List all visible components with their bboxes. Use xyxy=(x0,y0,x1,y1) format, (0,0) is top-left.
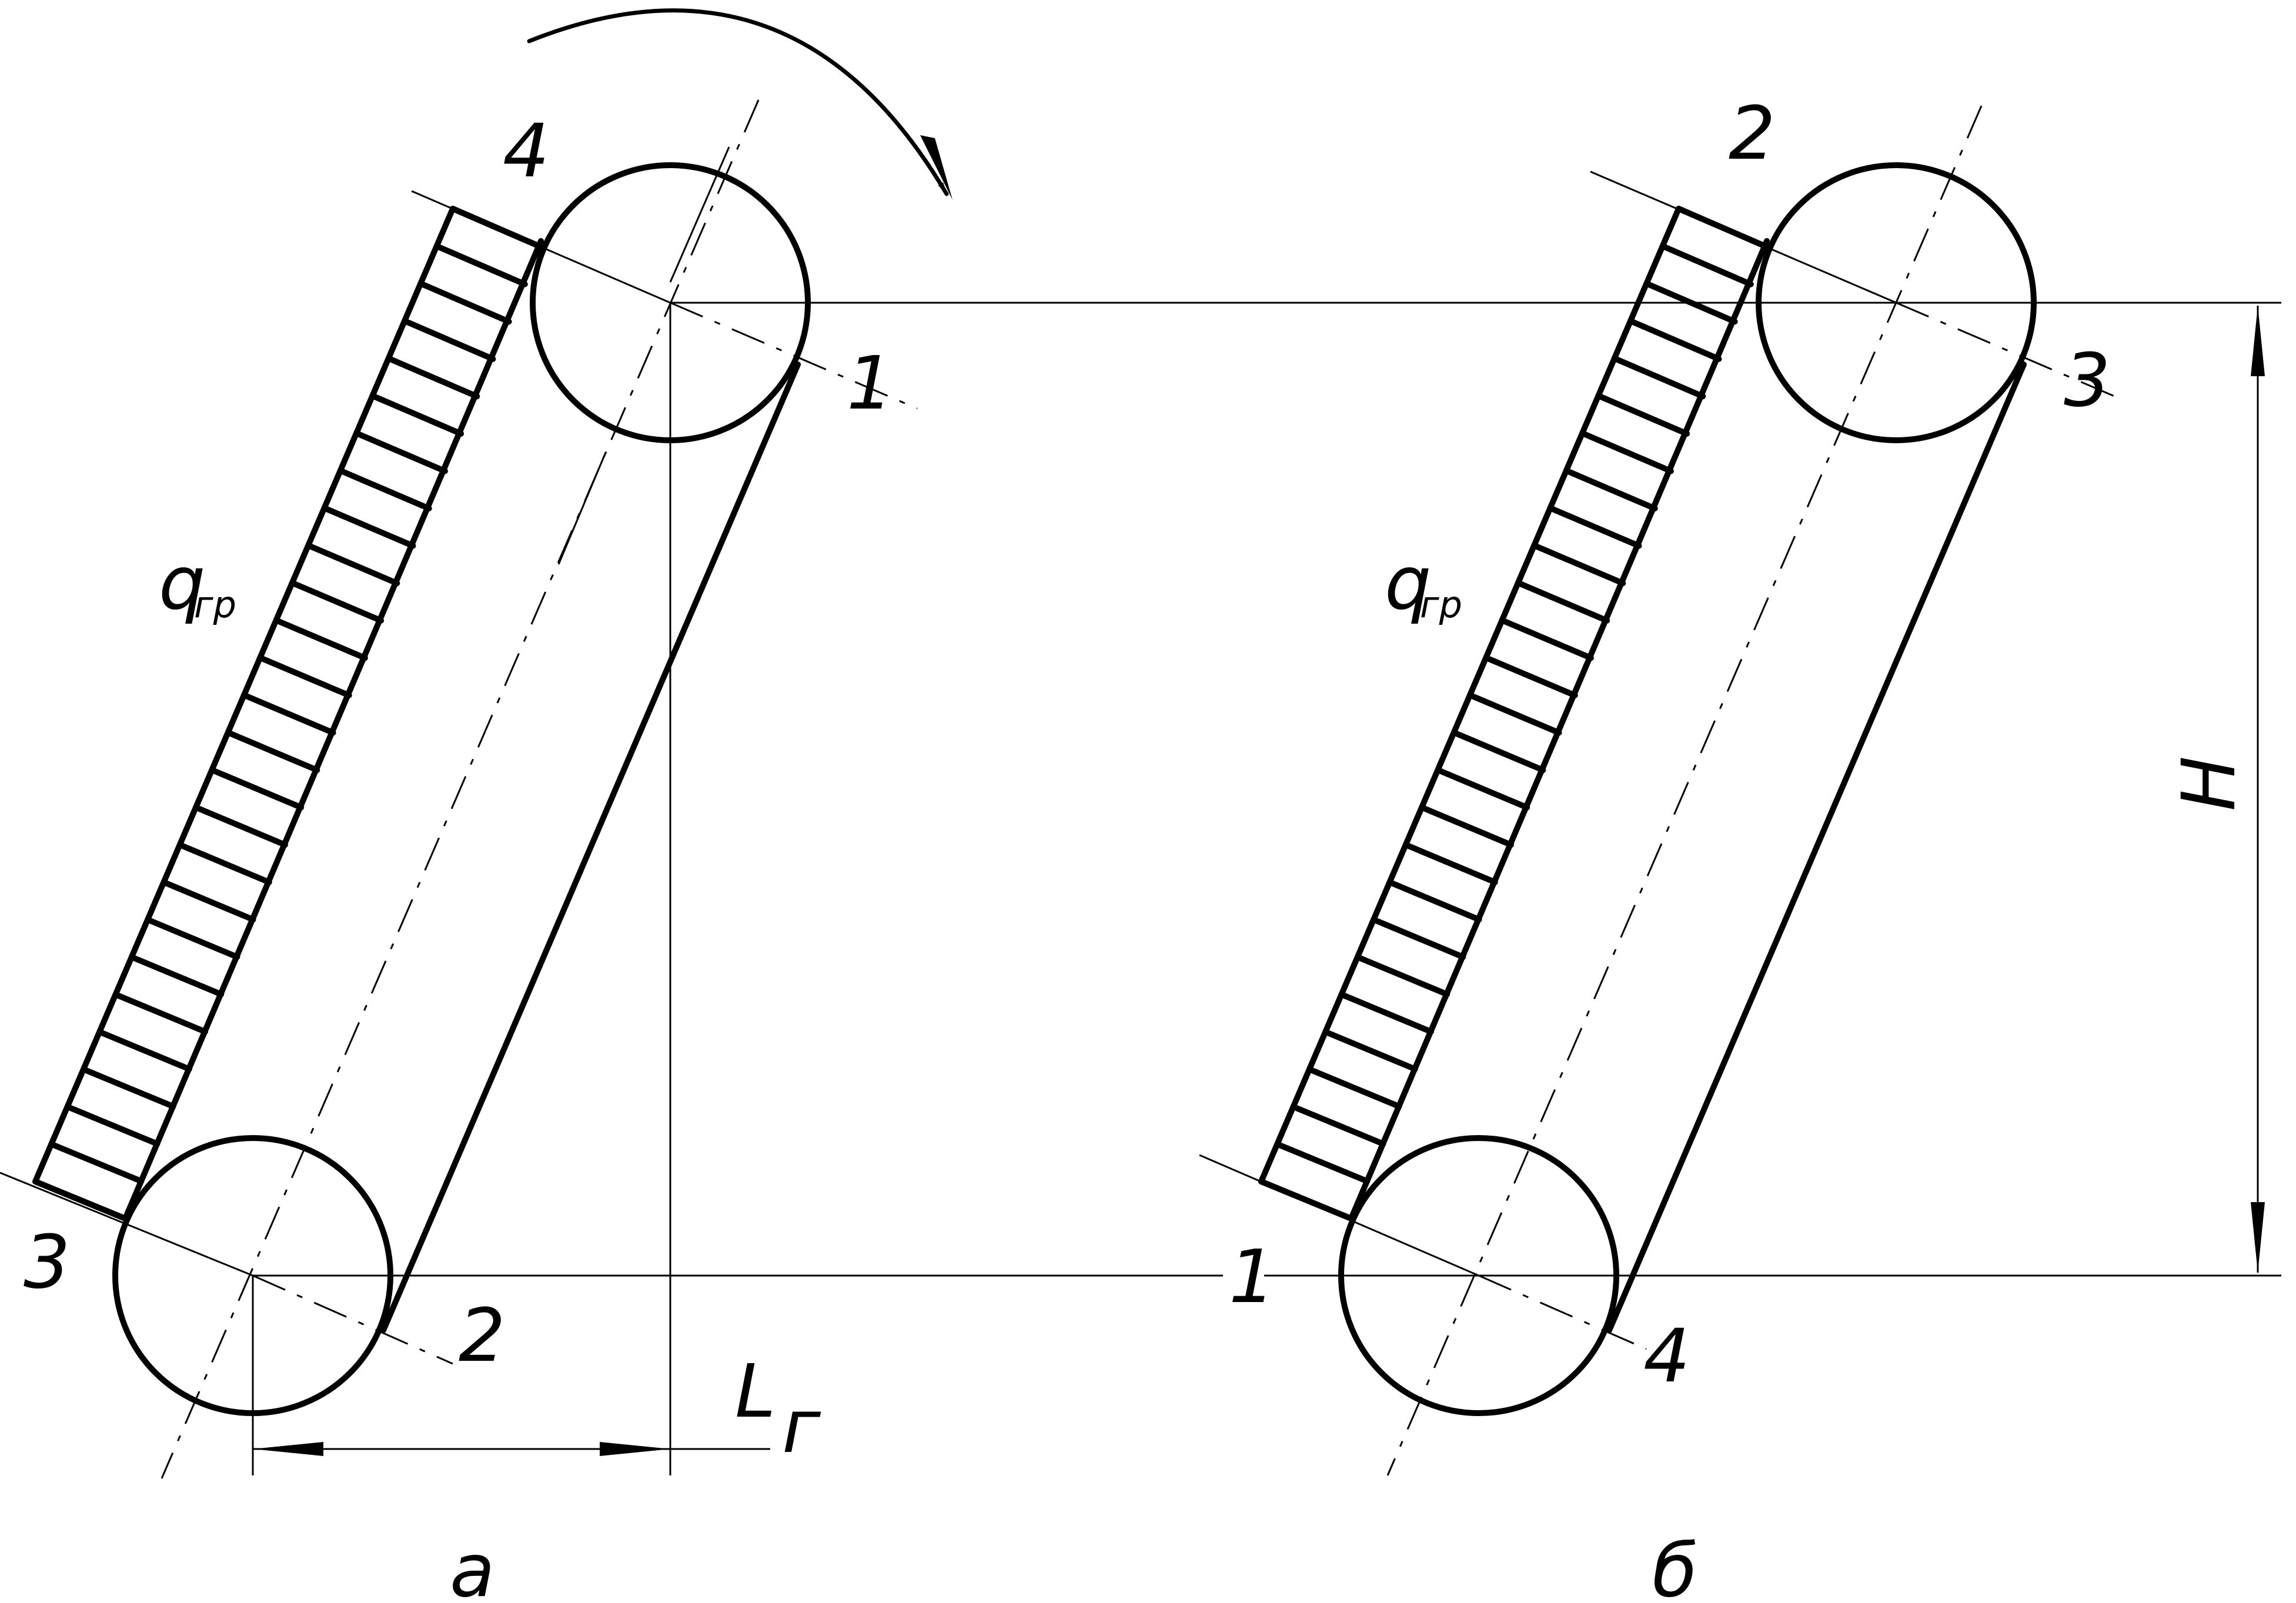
load-label-b: q xyxy=(1385,541,1431,626)
load-a-hatch-line xyxy=(225,729,320,774)
load-b-hatch-line xyxy=(1499,617,1594,661)
load-a-hatch-line xyxy=(353,430,448,474)
load-a-hatch-line xyxy=(32,1179,128,1222)
belt-return-strand-a xyxy=(380,362,801,1333)
caption-b: б xyxy=(1652,1528,1697,1603)
load-a-hatch-line xyxy=(96,1029,192,1072)
load-b-hatch-line xyxy=(1676,206,1770,250)
lower-drum-b xyxy=(1338,1135,1619,1416)
rotation-arrow-icon xyxy=(527,8,949,196)
load-a-hatch-line xyxy=(161,879,256,923)
load-a-hatch-line xyxy=(128,954,225,998)
label-height: H xyxy=(2167,756,2252,811)
load-b-hatch-line xyxy=(1579,430,1674,474)
load-b-hatch-line xyxy=(1595,393,1690,437)
reference-lines xyxy=(252,302,2281,1475)
label-a-3: 3 xyxy=(24,1220,71,1305)
load-a-hatch-line xyxy=(209,767,305,811)
label-a-4: 4 xyxy=(503,109,550,194)
load-a-hatch-line xyxy=(385,355,480,400)
load-b-hatch-line xyxy=(1306,1066,1402,1110)
load-a-hatch-line xyxy=(289,580,385,624)
load-a-hatch-line xyxy=(64,1103,161,1147)
load-a-hatch-line xyxy=(193,804,288,848)
load-a-hatch-line xyxy=(402,317,496,362)
load-b-hatch-line xyxy=(1563,467,1658,512)
load-layer-a xyxy=(32,206,544,1222)
load-a-hatch-line xyxy=(257,654,352,698)
label-length: L xyxy=(735,1349,776,1434)
label-length-sub: г xyxy=(782,1384,821,1470)
load-b-hatch-line xyxy=(1258,1179,1354,1222)
load-b-hatch-line xyxy=(1290,1103,1386,1147)
upper-drum-a xyxy=(530,162,811,443)
load-a-hatch-line xyxy=(450,206,544,250)
load-label-a: q xyxy=(159,541,205,626)
label-b-1: 1 xyxy=(1229,1234,1276,1320)
load-b-hatch-line xyxy=(1435,767,1530,811)
lower-normal-a xyxy=(0,1172,253,1277)
load-a-hatch-line xyxy=(48,1141,145,1184)
load-b-hatch-line xyxy=(1467,692,1562,736)
load-a-hatch-line xyxy=(321,505,416,549)
load-layer-b xyxy=(1258,206,1770,1222)
load-b-hatch-line xyxy=(1451,729,1546,774)
load-b-hatch-line xyxy=(1274,1141,1371,1184)
load-a-hatch-line xyxy=(176,842,272,885)
load-a-hatch-line xyxy=(112,991,208,1035)
label-b-2: 2 xyxy=(1729,91,1776,176)
load-a-hatch-line xyxy=(337,467,432,512)
load-b-hatch-line xyxy=(1322,1029,1418,1072)
figure-b: 2 3 1 4 q гр б xyxy=(1199,91,2123,1603)
load-b-hatch-line xyxy=(1627,317,1722,362)
load-b-hatch-line xyxy=(1547,505,1642,549)
load-a-hatch-line xyxy=(369,393,464,437)
load-a-hatch-line xyxy=(241,692,336,736)
load-label-a-sub: гр xyxy=(194,583,236,626)
lower-drum-a xyxy=(112,1135,393,1416)
load-b-hatch-line xyxy=(1483,654,1578,698)
load-a-hatch-line xyxy=(145,916,240,960)
load-b-hatch-line xyxy=(1402,842,1498,885)
label-a-2: 2 xyxy=(459,1293,506,1378)
load-a-hatch-line xyxy=(433,243,528,287)
load-a-hatch-line xyxy=(305,542,400,587)
caption-a: а xyxy=(450,1528,495,1603)
belt-axis-a xyxy=(161,99,760,1479)
load-b-hatch-line xyxy=(1386,879,1482,923)
load-b-hatch-line xyxy=(1354,954,1451,998)
load-a-hatch-line xyxy=(417,280,512,325)
belt-return-strand-b xyxy=(1606,362,2027,1333)
load-b-hatch-line xyxy=(1515,580,1610,624)
load-b-hatch-line xyxy=(1338,991,1434,1035)
dimension-length: L г xyxy=(253,1349,821,1470)
load-b-hatch-line xyxy=(1531,542,1626,587)
dimension-height: H xyxy=(2167,306,2265,1273)
load-b-hatch-line xyxy=(1659,243,1754,287)
load-b-hatch-line xyxy=(1611,355,1706,400)
label-b-4: 4 xyxy=(1643,1314,1690,1399)
load-b-hatch-line xyxy=(1419,804,1514,848)
label-b-3: 3 xyxy=(2064,338,2111,423)
load-label-b-sub: гр xyxy=(1420,583,1462,626)
label-a-1: 1 xyxy=(847,341,894,426)
load-b-hatch-line xyxy=(1371,916,1466,960)
upper-drum-b xyxy=(1756,162,2037,443)
load-a-hatch-line xyxy=(80,1066,176,1110)
figure-a: 4 1 3 2 q гр а xyxy=(0,8,953,1603)
load-b-hatch-line xyxy=(1643,280,1738,325)
load-a-hatch-line xyxy=(273,617,368,661)
belt-axis-b xyxy=(1386,105,1983,1476)
